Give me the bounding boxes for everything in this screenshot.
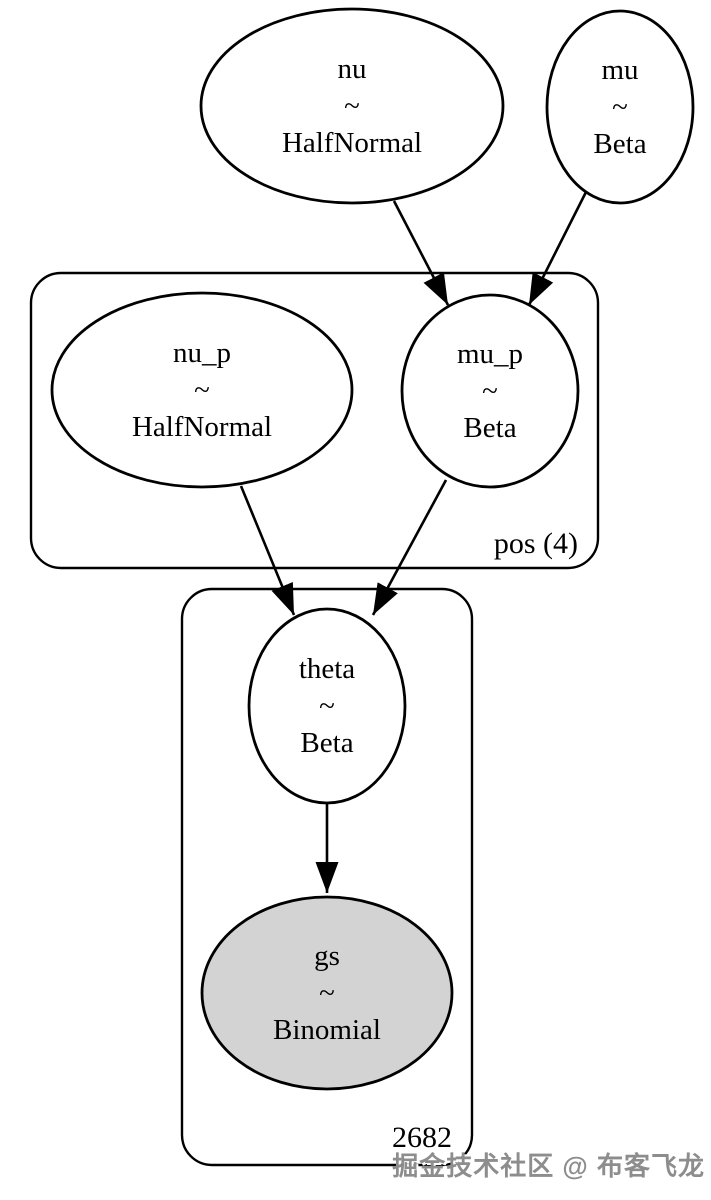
node-nu_p-label: nu_p [173, 337, 231, 369]
node-theta-relation: ~ [319, 690, 335, 722]
node-nu: nu ~ HalfNormal [199, 7, 505, 205]
node-theta: theta ~ Beta [247, 607, 407, 805]
node-mu_p: mu_p ~ Beta [400, 293, 580, 489]
node-gs-label: gs [314, 940, 340, 972]
node-mu_p-ellipse [400, 293, 580, 489]
node-mu-label: mu [601, 54, 638, 86]
node-gs-distribution: Binomial [273, 1014, 381, 1046]
node-mu_p-distribution: Beta [463, 412, 516, 444]
edges [239, 191, 588, 893]
node-nu-ellipse [199, 7, 505, 205]
node-mu-ellipse [545, 9, 695, 205]
watermark: 掘金技术社区 @ 布客飞龙 [392, 1151, 705, 1181]
node-nu_p: nu_p ~ HalfNormal [50, 291, 354, 489]
node-gs: gs ~ Binomial [200, 895, 454, 1091]
node-mu-relation: ~ [612, 91, 628, 123]
node-gs-relation: ~ [319, 977, 335, 1009]
node-nu_p-distribution: HalfNormal [132, 411, 272, 443]
node-nu-label: nu [338, 53, 367, 85]
node-mu_p-relation: ~ [482, 375, 498, 407]
node-theta-distribution: Beta [300, 727, 353, 759]
node-theta-ellipse [247, 607, 407, 805]
node-theta-label: theta [299, 653, 355, 685]
edge-nu-to-mu_p-arrow [392, 200, 450, 306]
edge-nu_p-to-theta-arrow [239, 485, 296, 616]
plate-pos: pos (4) [29, 271, 600, 570]
node-nu_p-relation: ~ [194, 374, 210, 406]
node-gs-ellipse [200, 895, 454, 1091]
node-nu-relation: ~ [344, 90, 360, 122]
edge-mu-to-mu_p-arrow [527, 191, 588, 306]
node-mu-distribution: Beta [593, 128, 646, 160]
node-mu_p-label: mu_p [457, 338, 523, 370]
node-mu: mu ~ Beta [545, 9, 695, 205]
edge-mu_p-to-theta-arrow [371, 479, 448, 616]
plate-pos-label: pos (4) [494, 527, 578, 560]
plate-observations-label: 2682 [392, 1121, 452, 1154]
node-nu_p-ellipse [50, 291, 354, 489]
plate-observations: 2682 [180, 587, 474, 1167]
node-nu-distribution: HalfNormal [282, 127, 422, 159]
